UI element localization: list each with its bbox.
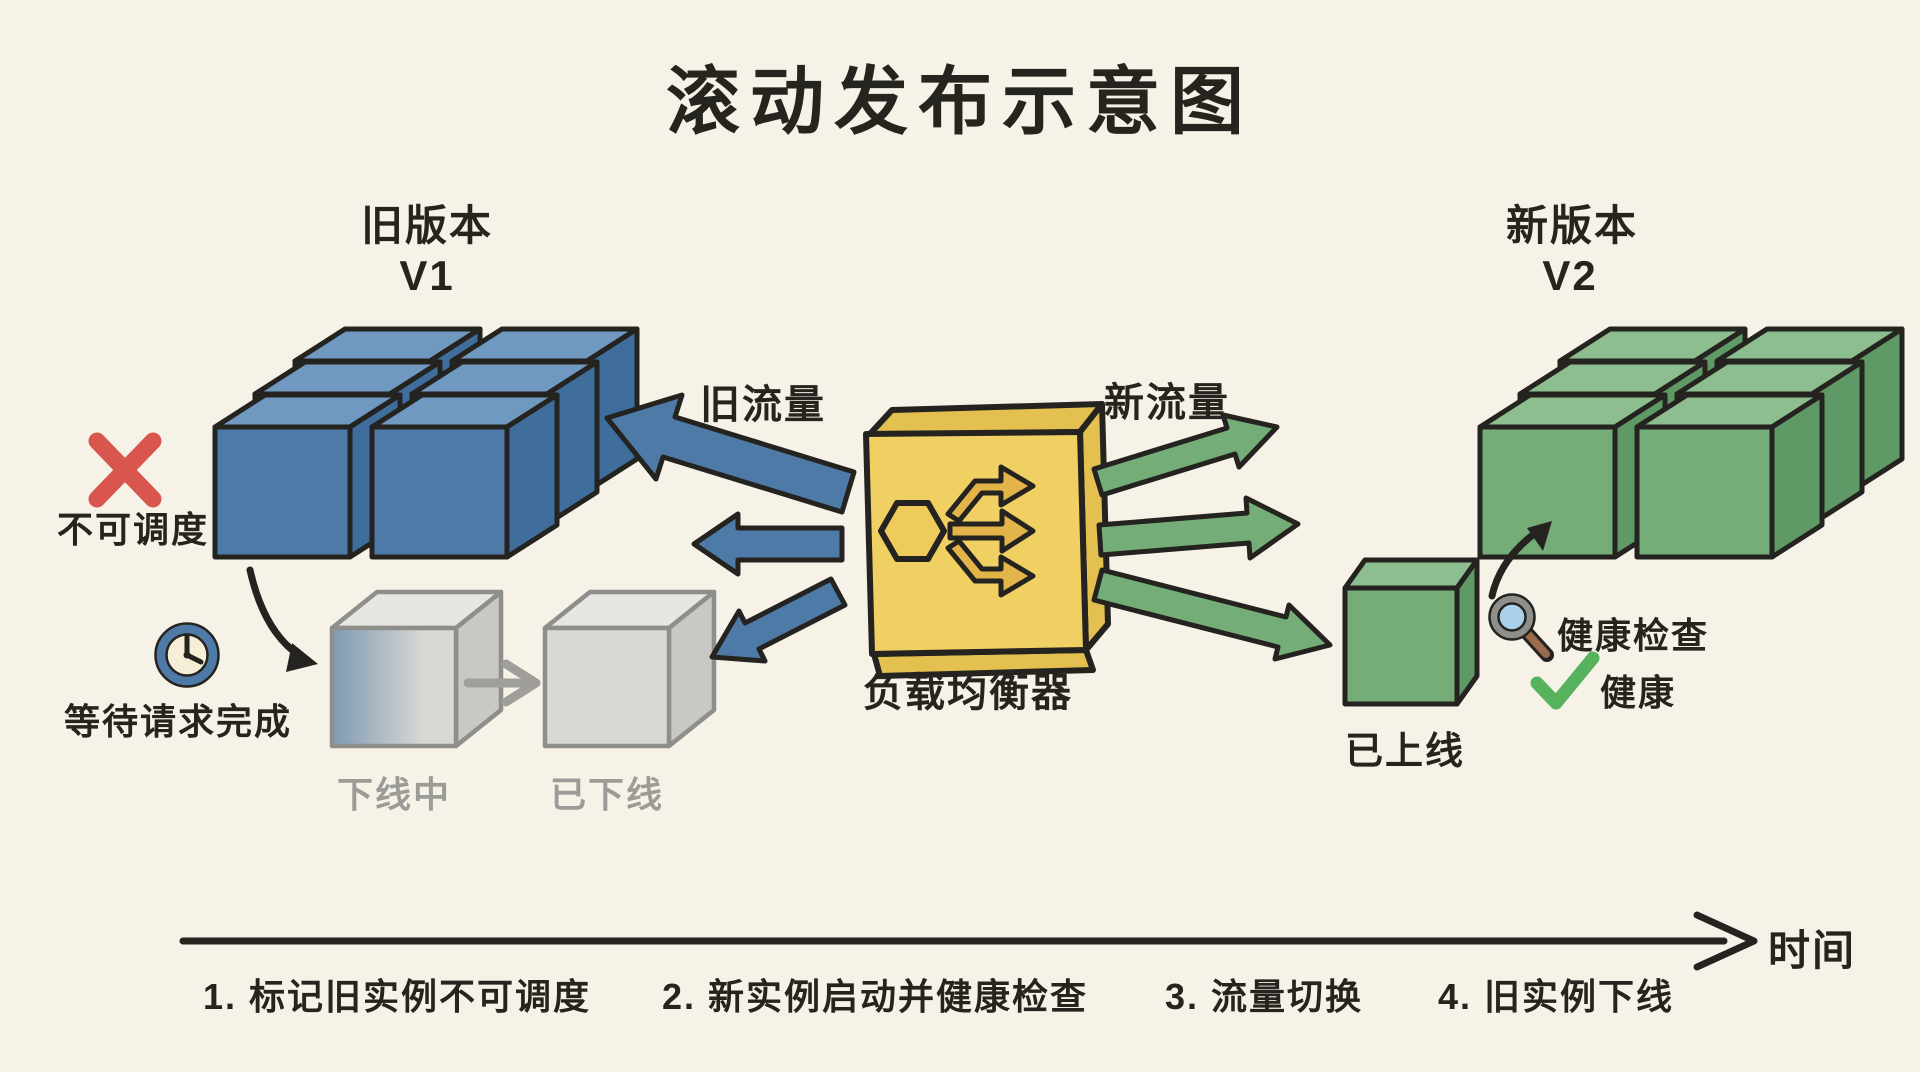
new-version-label: 新版本: [1505, 202, 1639, 249]
timeline-step-2: 2. 新实例启动并健康检查: [661, 976, 1089, 1017]
timeline-step-4: 4. 旧实例下线: [1437, 976, 1675, 1017]
offline-transition-arrow: [463, 659, 541, 707]
distribute-arrows-icon: [945, 464, 1036, 598]
online-cube: [1342, 557, 1480, 707]
load-balancer-box: [863, 401, 1111, 679]
load-balancer-label: 负载均衡器: [863, 671, 1073, 715]
old-version-number: V1: [399, 252, 455, 299]
check-icon: [1530, 651, 1600, 710]
page-title: 滚动发布示意图: [666, 60, 1254, 143]
timeline-arrowhead: [1693, 911, 1758, 971]
timeline-axis: [179, 911, 1758, 971]
drain-arrow: [246, 566, 318, 672]
offline-cube: [542, 589, 717, 749]
new-traffic-arrow: [1091, 412, 1280, 498]
online-label: 已上线: [1344, 731, 1466, 773]
new-version-number: V2: [1542, 252, 1598, 299]
old-version-cubes: [215, 329, 637, 557]
wait-requests-label: 等待请求完成: [63, 701, 293, 742]
new-traffic-arrow: [1096, 495, 1301, 561]
new-traffic-arrow: [1091, 567, 1333, 662]
health-check-label: 健康检查: [1556, 615, 1710, 656]
old-traffic-arrows: [604, 392, 857, 664]
old-traffic-arrow: [709, 576, 848, 664]
draining-label: 下线中: [336, 774, 452, 815]
old-version-label: 旧版本: [360, 202, 494, 249]
cube: [372, 395, 557, 557]
draining-cube: [329, 589, 504, 749]
time-axis-label: 时间: [1767, 927, 1857, 974]
x-icon: [88, 432, 162, 508]
magnifier-icon: [1488, 593, 1554, 662]
scale-up-arrow: [1488, 521, 1552, 600]
offline-label: 已下线: [549, 774, 665, 815]
cube: [1637, 395, 1822, 557]
timeline-step-3: 3. 流量切换: [1164, 976, 1364, 1017]
new-traffic-label: 新流量: [1104, 381, 1230, 425]
old-traffic-arrow: [604, 392, 857, 515]
new-version-cubes: [1480, 329, 1902, 557]
new-traffic-arrows: [1091, 412, 1333, 662]
old-traffic-arrow: [691, 511, 845, 577]
clock-icon: [154, 622, 220, 688]
old-traffic-label: 旧流量: [700, 383, 826, 427]
healthy-label: 健康: [1599, 672, 1677, 713]
hexagon-icon: [878, 500, 947, 562]
timeline-step-1: 1. 标记旧实例不可调度: [202, 976, 592, 1017]
unschedulable-label: 不可调度: [56, 509, 210, 550]
